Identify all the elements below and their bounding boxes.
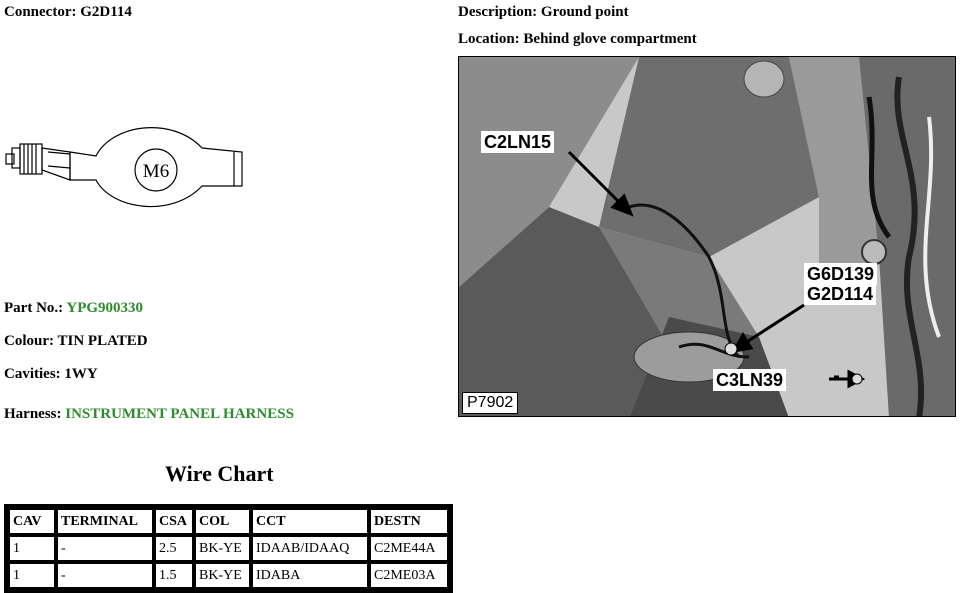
description-value: Ground point bbox=[540, 4, 629, 20]
connector-value: G2D114 bbox=[80, 4, 132, 20]
cell-destn: C2ME44A bbox=[370, 536, 448, 561]
cavities-label: Cavities: bbox=[4, 366, 61, 382]
cell-col: BK-YE bbox=[195, 536, 250, 561]
table-row: 1 - 1.5 BK-YE IDABA C2ME03A bbox=[9, 563, 448, 588]
location-photo: C2LN15 G6D139 G2D114 C3LN39 P7902 bbox=[458, 56, 956, 417]
colour-line: Colour: TIN PLATED bbox=[4, 333, 148, 350]
callout-g6d139: G6D139 bbox=[804, 263, 878, 285]
location-label: Location: bbox=[458, 31, 520, 47]
table-header-row: CAV TERMINAL CSA COL CCT DESTN bbox=[9, 509, 448, 534]
connector-heading: Connector: G2D114 bbox=[4, 4, 132, 21]
cell-terminal: - bbox=[57, 563, 153, 588]
terminal-ring-body bbox=[69, 127, 243, 208]
cell-col: BK-YE bbox=[195, 563, 250, 588]
description-line: Description: Ground point bbox=[458, 4, 629, 21]
callout-c3ln39: C3LN39 bbox=[713, 369, 787, 391]
cavities-line: Cavities: 1WY bbox=[4, 366, 98, 383]
header-col: COL bbox=[195, 509, 250, 534]
cell-csa: 1.5 bbox=[155, 563, 193, 588]
harness-value: INSTRUMENT PANEL HARNESS bbox=[65, 406, 294, 422]
table-row: 1 - 2.5 BK-YE IDAAB/IDAAQ C2ME44A bbox=[9, 536, 448, 561]
arrow-g2d114 bbox=[741, 303, 805, 347]
stud-size-label: M6 bbox=[143, 161, 169, 182]
panel-bracket bbox=[789, 57, 879, 287]
colour-value: TIN PLATED bbox=[57, 333, 148, 349]
cell-cav: 1 bbox=[9, 536, 55, 561]
part-no-line: Part No.: YPG900330 bbox=[4, 300, 143, 317]
cavities-value: 1WY bbox=[64, 366, 98, 382]
colour-label: Colour: bbox=[4, 333, 54, 349]
wiring-harness bbox=[628, 203, 741, 359]
callout-g2d114: G2D114 bbox=[804, 283, 877, 305]
terminal-crimp bbox=[19, 143, 43, 175]
part-no-label: Part No.: bbox=[4, 300, 64, 316]
header-cct: CCT bbox=[252, 509, 368, 534]
header-cav: CAV bbox=[9, 509, 55, 534]
harness-label: Harness: bbox=[4, 406, 62, 422]
header-csa: CSA bbox=[155, 509, 193, 534]
cell-cct: IDABA bbox=[252, 563, 368, 588]
location-line: Location: Behind glove compartment bbox=[458, 31, 697, 48]
photo-id: P7902 bbox=[462, 392, 519, 414]
callout-c2ln15: C2LN15 bbox=[481, 131, 555, 153]
part-no-value: YPG900330 bbox=[66, 300, 144, 316]
cell-csa: 2.5 bbox=[155, 536, 193, 561]
header-destn: DESTN bbox=[370, 509, 448, 534]
cell-destn: C2ME03A bbox=[370, 563, 448, 588]
panel-left bbox=[459, 57, 639, 287]
harness-line: Harness: INSTRUMENT PANEL HARNESS bbox=[4, 406, 294, 423]
ring-terminal-diagram: M6 bbox=[5, 127, 243, 208]
location-illustration bbox=[459, 57, 955, 416]
cell-cct: IDAAB/IDAAQ bbox=[252, 536, 368, 561]
wire-chart-table: CAV TERMINAL CSA COL CCT DESTN 1 - 2.5 B… bbox=[4, 504, 453, 593]
cell-terminal: - bbox=[57, 536, 153, 561]
terminal-end-cap bbox=[11, 147, 21, 169]
cell-cav: 1 bbox=[9, 563, 55, 588]
location-value: Behind glove compartment bbox=[523, 31, 697, 47]
arrow-c2ln15 bbox=[567, 150, 626, 209]
connector-label: Connector: bbox=[4, 4, 77, 20]
header-terminal: TERMINAL bbox=[57, 509, 153, 534]
wire-chart-title: Wire Chart bbox=[165, 461, 274, 486]
stud-hole bbox=[134, 148, 178, 192]
description-label: Description: bbox=[458, 4, 538, 20]
